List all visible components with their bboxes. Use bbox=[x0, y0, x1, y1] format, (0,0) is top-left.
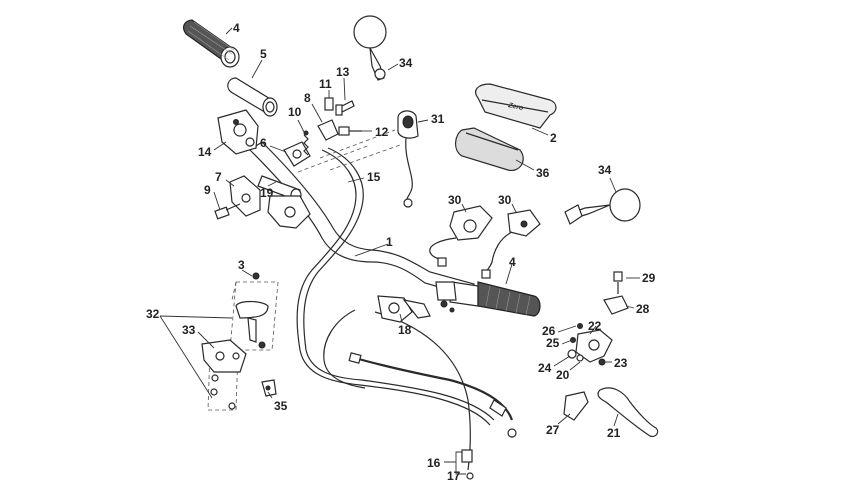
bolt-29 bbox=[613, 271, 623, 294]
callout-25: 25 bbox=[546, 336, 560, 350]
callout-34-right: 34 bbox=[598, 163, 612, 177]
callout-22: 22 bbox=[588, 319, 602, 333]
kill-switch bbox=[397, 110, 419, 208]
pad-brand-text: Zero bbox=[507, 102, 525, 112]
callout-16: 16 bbox=[427, 456, 441, 470]
mirror-right bbox=[564, 188, 641, 225]
callout-20: 20 bbox=[556, 368, 570, 382]
right-grip bbox=[435, 281, 541, 317]
switch-assembly-left bbox=[429, 205, 493, 267]
bar-pad-foam bbox=[455, 127, 524, 172]
callout-7: 7 bbox=[215, 170, 222, 184]
callout-17: 17 bbox=[447, 469, 461, 483]
callout-4-right: 4 bbox=[509, 255, 516, 269]
clamp-6 bbox=[283, 141, 311, 167]
clamp-28 bbox=[603, 295, 629, 315]
callout-35: 35 bbox=[274, 399, 288, 413]
bushing-11 bbox=[324, 97, 334, 111]
callout-29: 29 bbox=[642, 271, 656, 285]
dashed-box-32 bbox=[207, 281, 279, 411]
clamp-7 bbox=[229, 175, 261, 217]
callout-6: 6 bbox=[260, 136, 267, 150]
bolt-9 bbox=[214, 203, 241, 220]
callout-3: 3 bbox=[238, 258, 245, 272]
callout-labels: 4 5 34 13 11 8 10 12 31 2 36 14 6 19 15 … bbox=[146, 21, 656, 483]
callout-5: 5 bbox=[260, 47, 267, 61]
throttle-tube bbox=[227, 77, 278, 117]
callout-4-left: 4 bbox=[233, 21, 240, 35]
callout-28: 28 bbox=[636, 302, 650, 316]
switch-assembly-right bbox=[481, 209, 541, 279]
throttle-cable bbox=[296, 147, 495, 426]
clutch-perch bbox=[377, 295, 455, 323]
handlebar bbox=[249, 141, 475, 297]
callout-21: 21 bbox=[607, 426, 621, 440]
callout-18: 18 bbox=[398, 323, 412, 337]
callout-30-left: 30 bbox=[448, 193, 462, 207]
callout-2: 2 bbox=[550, 131, 557, 145]
callout-19: 19 bbox=[260, 186, 274, 200]
left-grip bbox=[182, 19, 240, 68]
bar-pad-cover: Zero bbox=[475, 83, 557, 129]
callout-14: 14 bbox=[198, 145, 212, 159]
spring-10 bbox=[303, 130, 309, 156]
callout-12: 12 bbox=[375, 125, 389, 139]
callout-36: 36 bbox=[536, 166, 550, 180]
callout-30-right: 30 bbox=[498, 193, 512, 207]
callout-8: 8 bbox=[304, 91, 311, 105]
callout-31: 31 bbox=[431, 112, 445, 126]
clutch-cable bbox=[323, 309, 517, 471]
callout-10: 10 bbox=[288, 105, 302, 119]
callout-24: 24 bbox=[538, 361, 552, 375]
bracket-8 bbox=[317, 119, 339, 141]
callout-13: 13 bbox=[336, 65, 350, 79]
throttle-housing bbox=[217, 109, 259, 155]
callout-11: 11 bbox=[319, 77, 332, 91]
callout-15: 15 bbox=[367, 170, 381, 184]
callout-33: 33 bbox=[182, 323, 196, 337]
callout-34-left: 34 bbox=[399, 56, 413, 70]
lever-21 bbox=[597, 387, 659, 437]
callout-32: 32 bbox=[146, 307, 160, 321]
bracket-33 bbox=[201, 339, 247, 373]
bracket-35 bbox=[261, 379, 277, 397]
bolt-3 bbox=[252, 272, 260, 280]
washers-32 bbox=[210, 374, 236, 410]
lever-33 bbox=[235, 300, 269, 349]
bolt-13 bbox=[335, 100, 355, 116]
leader-lines bbox=[159, 27, 640, 480]
lower-clamp bbox=[267, 195, 311, 229]
lever-guard-27 bbox=[563, 391, 589, 421]
callout-27: 27 bbox=[546, 423, 560, 437]
callout-1: 1 bbox=[386, 235, 393, 249]
mirror-left bbox=[353, 15, 387, 81]
small-parts-24-26 bbox=[567, 323, 584, 362]
bolt-12 bbox=[338, 126, 362, 136]
callout-9: 9 bbox=[204, 183, 211, 197]
callout-23: 23 bbox=[614, 356, 628, 370]
callout-26: 26 bbox=[542, 324, 556, 338]
